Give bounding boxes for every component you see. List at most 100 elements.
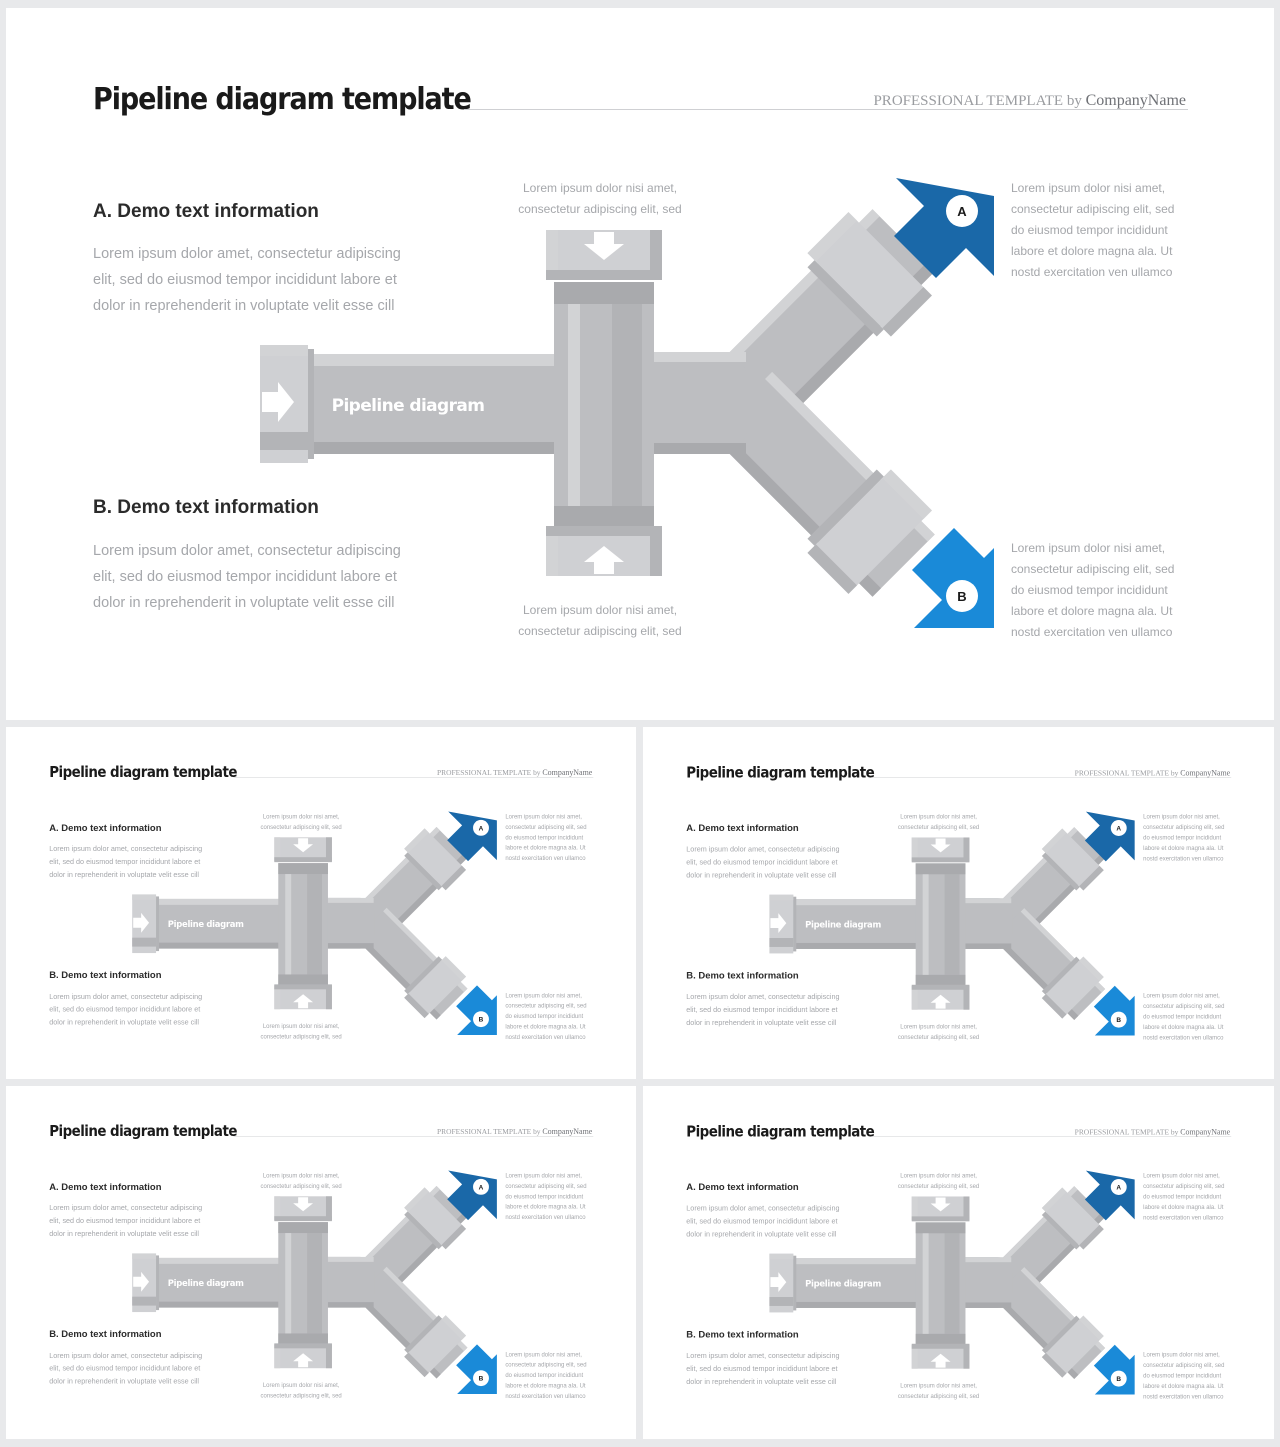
pipeline-diagram: Pipeline diagram A B xyxy=(260,178,994,628)
slide-content: Pipeline diagram template PROFESSIONAL T… xyxy=(6,727,636,1079)
pipeline-diagram: Pipeline diagram A B xyxy=(769,1170,1135,1395)
slide-content: Pipeline diagram template PROFESSIONAL T… xyxy=(6,8,1274,720)
slide-thumbnail[interactable]: Pipeline diagram template PROFESSIONAL T… xyxy=(6,1086,636,1439)
tagline-text: PROFESSIONAL TEMPLATE by xyxy=(1074,769,1179,778)
outlet-a-arrow: A xyxy=(447,1170,497,1221)
bottom-caption: Lorem ipsum dolor nisi amet, consectetur… xyxy=(518,603,682,638)
slide-main: Pipeline diagram template PROFESSIONAL T… xyxy=(6,8,1274,720)
section-b-heading: B. Demo text information xyxy=(686,1329,799,1340)
company-name: CompanyName xyxy=(1180,1127,1231,1137)
outlet-a-arrow: A xyxy=(1084,1170,1135,1221)
arrow-down-icon xyxy=(930,1197,951,1212)
tagline: PROFESSIONAL TEMPLATE by CompanyName xyxy=(873,92,1186,110)
pipe-inlet xyxy=(260,345,556,463)
arrow-right-icon xyxy=(770,1272,787,1293)
bottom-caption: Lorem ipsum dolor nisi amet, consectetur… xyxy=(897,1023,980,1041)
pipe-label: Pipeline diagram xyxy=(805,1279,881,1289)
tagline-text: PROFESSIONAL TEMPLATE by xyxy=(436,769,541,778)
arrow-down-icon xyxy=(584,232,624,260)
company-name: CompanyName xyxy=(1085,92,1186,109)
arrow-down-icon xyxy=(930,838,951,853)
pipe-branch-b xyxy=(993,908,1106,1020)
pipe-inlet xyxy=(132,1253,280,1313)
section-b-body: Lorem ipsum dolor amet, consectetur adip… xyxy=(686,1352,840,1387)
outlet-b-arrow: B xyxy=(912,528,994,628)
slide-thumbnail[interactable]: Pipeline diagram template PROFESSIONAL T… xyxy=(643,1086,1274,1439)
section-a-heading: A. Demo text information xyxy=(93,201,319,222)
outlet-a-label: A xyxy=(1116,826,1121,833)
pipe-branch-b xyxy=(355,907,468,1020)
tagline-text: PROFESSIONAL TEMPLATE by xyxy=(1074,1128,1179,1137)
outlet-b-description: Lorem ipsum dolor nisi amet, consectetur… xyxy=(505,991,587,1041)
slide-thumbnail[interactable]: Pipeline diagram template PROFESSIONAL T… xyxy=(643,727,1274,1079)
arrow-right-icon xyxy=(133,912,150,933)
outlet-b-description: Lorem ipsum dolor nisi amet, consectetur… xyxy=(1143,1351,1225,1401)
section-b-body: Lorem ipsum dolor amet, consectetur adip… xyxy=(49,1351,203,1386)
section-a-heading: A. Demo text information xyxy=(686,823,799,834)
outlet-b-label: B xyxy=(479,1376,484,1383)
slide-content: Pipeline diagram template PROFESSIONAL T… xyxy=(643,1086,1274,1439)
outlet-b-description: Lorem ipsum dolor nisi amet, consectetur… xyxy=(505,1350,587,1400)
section-b-body: Lorem ipsum dolor amet, consectetur adip… xyxy=(93,543,401,611)
slide-thumbnail[interactable]: Pipeline diagram template PROFESSIONAL T… xyxy=(6,727,636,1079)
outlet-a-label: A xyxy=(479,1184,484,1191)
slide-title: Pipeline diagram template xyxy=(93,82,472,117)
pipe-tee xyxy=(911,837,970,1010)
company-name: CompanyName xyxy=(542,1127,593,1137)
company-name: CompanyName xyxy=(1180,768,1231,778)
section-b-heading: B. Demo text information xyxy=(686,970,799,981)
outlet-a-description: Lorem ipsum dolor nisi amet, consectetur… xyxy=(1143,1172,1225,1221)
tagline: PROFESSIONAL TEMPLATE by CompanyName xyxy=(1075,1128,1231,1137)
outlet-a-arrow: A xyxy=(447,811,497,862)
slide-content: Pipeline diagram template PROFESSIONAL T… xyxy=(643,727,1274,1079)
slide-title: Pipeline diagram template xyxy=(49,1122,237,1141)
slide-title: Pipeline diagram template xyxy=(686,1122,875,1141)
outlet-a-description: Lorem ipsum dolor nisi amet, consectetur… xyxy=(1143,813,1225,862)
outlet-b-arrow: B xyxy=(1093,985,1135,1036)
pipe-branch-b xyxy=(709,371,935,597)
arrow-right-icon xyxy=(133,1271,150,1292)
pipe-inlet xyxy=(769,1253,917,1313)
outlet-a-label: A xyxy=(1116,1185,1121,1192)
outlet-b-label: B xyxy=(957,589,966,604)
pipe-branch-b xyxy=(355,1266,468,1379)
pipe-label: Pipeline diagram xyxy=(805,920,881,930)
section-b-heading: B. Demo text information xyxy=(49,969,162,981)
top-caption: Lorem ipsum dolor nisi amet, consectetur… xyxy=(260,1171,342,1190)
section-a-body: Lorem ipsum dolor amet, consectetur adip… xyxy=(49,1204,203,1239)
outlet-a-description: Lorem ipsum dolor nisi amet, consectetur… xyxy=(505,812,587,862)
bottom-caption: Lorem ipsum dolor nisi amet, consectetur… xyxy=(260,1381,342,1400)
outlet-a-label: A xyxy=(957,204,967,219)
top-caption: Lorem ipsum dolor nisi amet, consectetur… xyxy=(518,181,682,216)
outlet-a-label: A xyxy=(479,825,484,832)
pipe-label: Pipeline diagram xyxy=(332,396,485,416)
pipeline-diagram: Pipeline diagram A B xyxy=(769,811,1135,1036)
section-a-body: Lorem ipsum dolor amet, consectetur adip… xyxy=(93,246,401,314)
top-caption: Lorem ipsum dolor nisi amet, consectetur… xyxy=(260,812,342,831)
bottom-caption: Lorem ipsum dolor nisi amet, consectetur… xyxy=(897,1382,980,1400)
tagline: PROFESSIONAL TEMPLATE by CompanyName xyxy=(1075,769,1231,778)
outlet-b-arrow: B xyxy=(456,1344,497,1395)
pipe-inlet xyxy=(132,894,280,954)
arrow-up-icon xyxy=(930,1353,951,1368)
section-a-heading: A. Demo text information xyxy=(49,1181,162,1193)
outlet-a-description: Lorem ipsum dolor nisi amet, consectetur… xyxy=(1011,181,1175,279)
arrow-up-icon xyxy=(930,994,951,1009)
pipe-tee xyxy=(274,837,332,1010)
outlet-b-label: B xyxy=(479,1017,484,1024)
pipe-inlet xyxy=(769,894,917,954)
tagline: PROFESSIONAL TEMPLATE by CompanyName xyxy=(437,1128,592,1137)
arrow-right-icon xyxy=(262,382,294,422)
pipe-tee xyxy=(911,1196,970,1369)
section-b-body: Lorem ipsum dolor amet, consectetur adip… xyxy=(686,993,840,1028)
tagline-text: PROFESSIONAL TEMPLATE by xyxy=(873,93,1082,109)
outlet-b-label: B xyxy=(1116,1376,1121,1383)
bottom-caption: Lorem ipsum dolor nisi amet, consectetur… xyxy=(260,1022,342,1041)
pipe-branch-b xyxy=(993,1267,1106,1379)
section-a-heading: A. Demo text information xyxy=(49,822,162,834)
slide-title: Pipeline diagram template xyxy=(686,763,875,782)
section-a-heading: A. Demo text information xyxy=(686,1182,799,1193)
outlet-b-arrow: B xyxy=(456,985,497,1036)
section-a-body: Lorem ipsum dolor amet, consectetur adip… xyxy=(49,845,203,880)
section-a-body: Lorem ipsum dolor amet, consectetur adip… xyxy=(686,845,840,880)
